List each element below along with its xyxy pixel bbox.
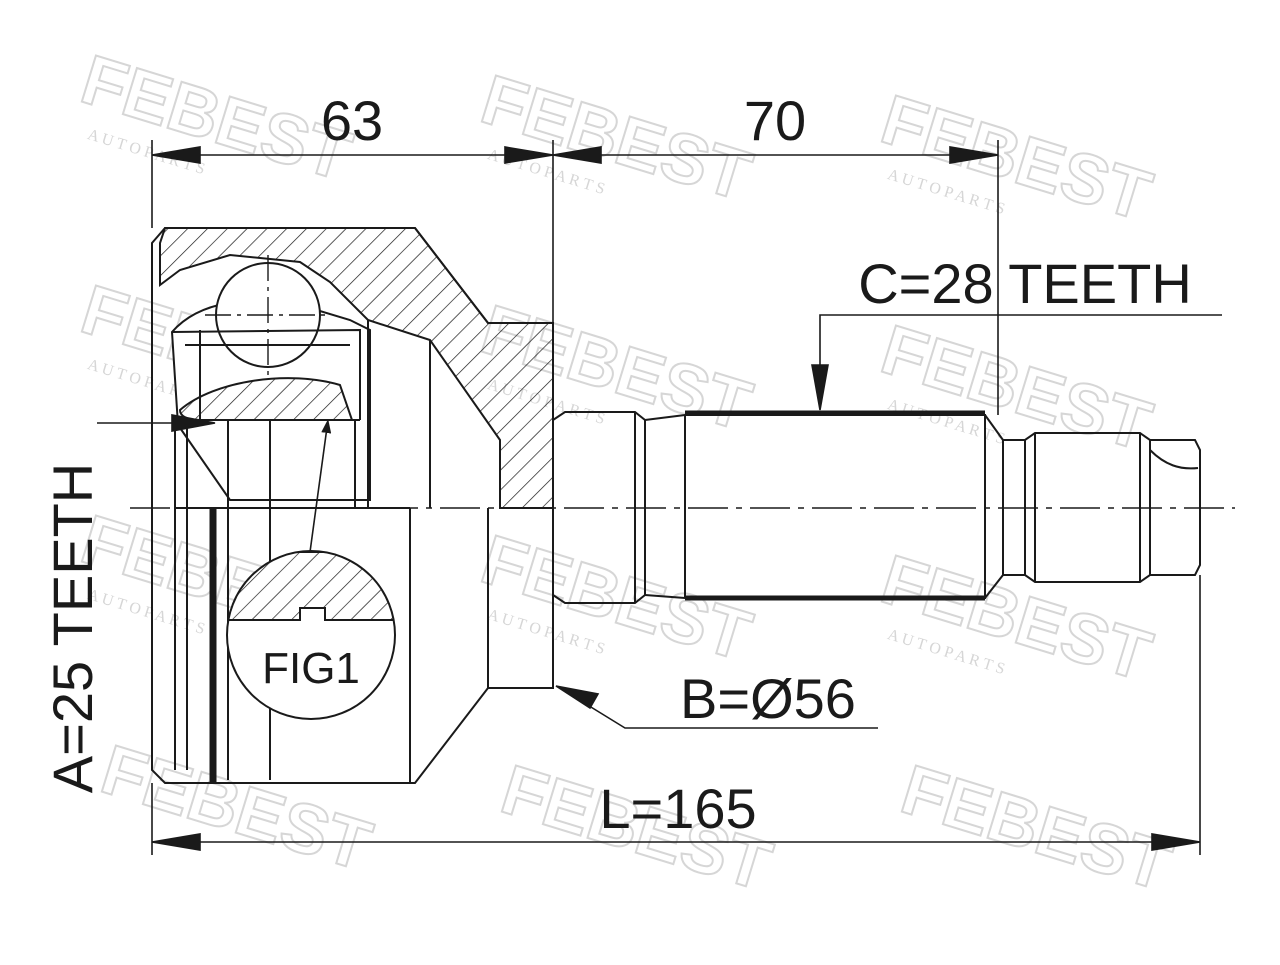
dim-63-label: 63 xyxy=(321,89,383,152)
cage-outline xyxy=(171,328,361,420)
dim-arrow xyxy=(811,364,829,411)
watermark-logo: FEBEST A U T O P A R T S xyxy=(872,79,1161,236)
total-length-label: L=165 xyxy=(599,777,756,840)
watermark-brand: FEBEST xyxy=(73,40,360,195)
watermark-brand: FEBEST xyxy=(873,310,1160,465)
watermark-logo: FEBEST A U T O P A R T S xyxy=(72,39,361,196)
watermark-brand: FEBEST xyxy=(893,750,1180,905)
dim-arrow xyxy=(555,685,600,710)
watermark-logo: FEBEST A U T O P A R T S xyxy=(872,539,1161,696)
watermark-brand: FEBEST xyxy=(93,730,380,885)
watermark-logo: FEBEST xyxy=(892,749,1181,906)
fig1-detail: FIG1 xyxy=(226,550,396,720)
abs-diameter-label: B=Ø56 xyxy=(680,667,856,730)
fig1-label: FIG1 xyxy=(262,644,360,693)
dim-70-label: 70 xyxy=(744,89,806,152)
watermark-brand: FEBEST xyxy=(873,80,1160,235)
dim-arrow xyxy=(949,146,999,164)
inner-spline-label: A=25 TEETH xyxy=(41,463,104,793)
shaft-thread-curve xyxy=(1149,449,1199,470)
watermark-logo: FEBEST xyxy=(92,729,381,886)
outer-spline-label: C=28 TEETH xyxy=(858,252,1192,315)
dim-arrow xyxy=(171,414,216,432)
dim-arrow xyxy=(504,146,554,164)
dim-arrow xyxy=(151,833,201,851)
shaft-spline xyxy=(644,414,986,599)
dim-arrow xyxy=(151,146,201,164)
watermark-brand: FEBEST xyxy=(873,540,1160,695)
watermark-brand: FEBEST xyxy=(473,60,760,215)
fig1-hatch xyxy=(227,551,395,621)
housing-inner-line xyxy=(415,508,488,688)
labels: 63 70 C=28 TEETH B=Ø56 L=165 A=25 TEETH xyxy=(41,89,1192,840)
dim-arrow xyxy=(552,146,602,164)
dim-arrow xyxy=(1151,833,1201,851)
fig1-leader xyxy=(309,419,332,553)
dimension-lines xyxy=(97,140,1222,855)
housing-hatch-section xyxy=(159,227,554,509)
watermark-logo: FEBEST A U T O P A R T S xyxy=(872,309,1161,466)
